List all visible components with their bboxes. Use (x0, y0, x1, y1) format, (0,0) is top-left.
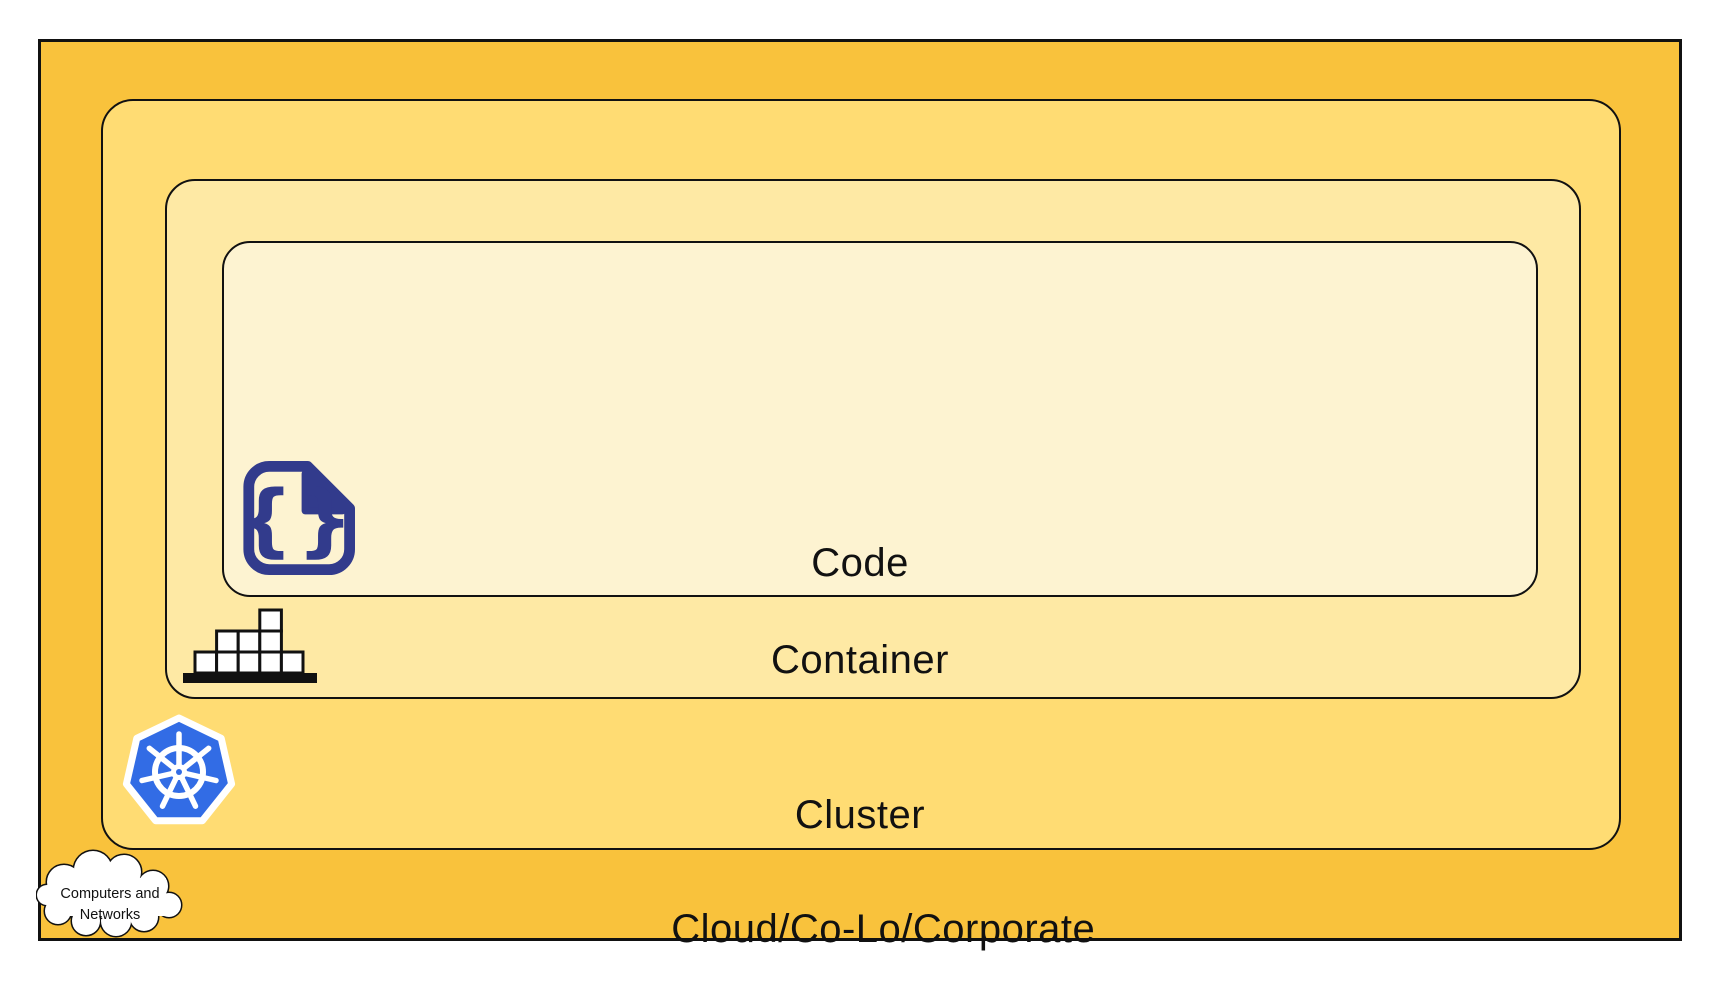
container-base-bar (183, 673, 317, 683)
kubernetes-icon (122, 714, 236, 825)
code-braces-glyph: {} (238, 473, 357, 566)
container-label: Container (771, 638, 949, 682)
cloud-label-line2: Networks (80, 907, 140, 923)
code-box (222, 241, 1538, 597)
container-box (165, 179, 1581, 699)
datacenter-label: Cloud/Co-Lo/Corporate Datacenter (0, 863, 1720, 992)
cloud-label-line1: Computers and (60, 886, 159, 902)
datacenter-label-line1: Cloud/Co-Lo/Corporate (671, 907, 1096, 951)
cloud-computers-networks-icon: Computers and Networks (36, 849, 183, 938)
datacenter-box (38, 39, 1682, 941)
container-blocks-icon (183, 608, 317, 683)
code-file-icon: {} (238, 461, 357, 575)
cluster-label: Cluster (794, 793, 926, 837)
cluster-box (101, 99, 1621, 850)
code-label: Code (811, 541, 909, 585)
